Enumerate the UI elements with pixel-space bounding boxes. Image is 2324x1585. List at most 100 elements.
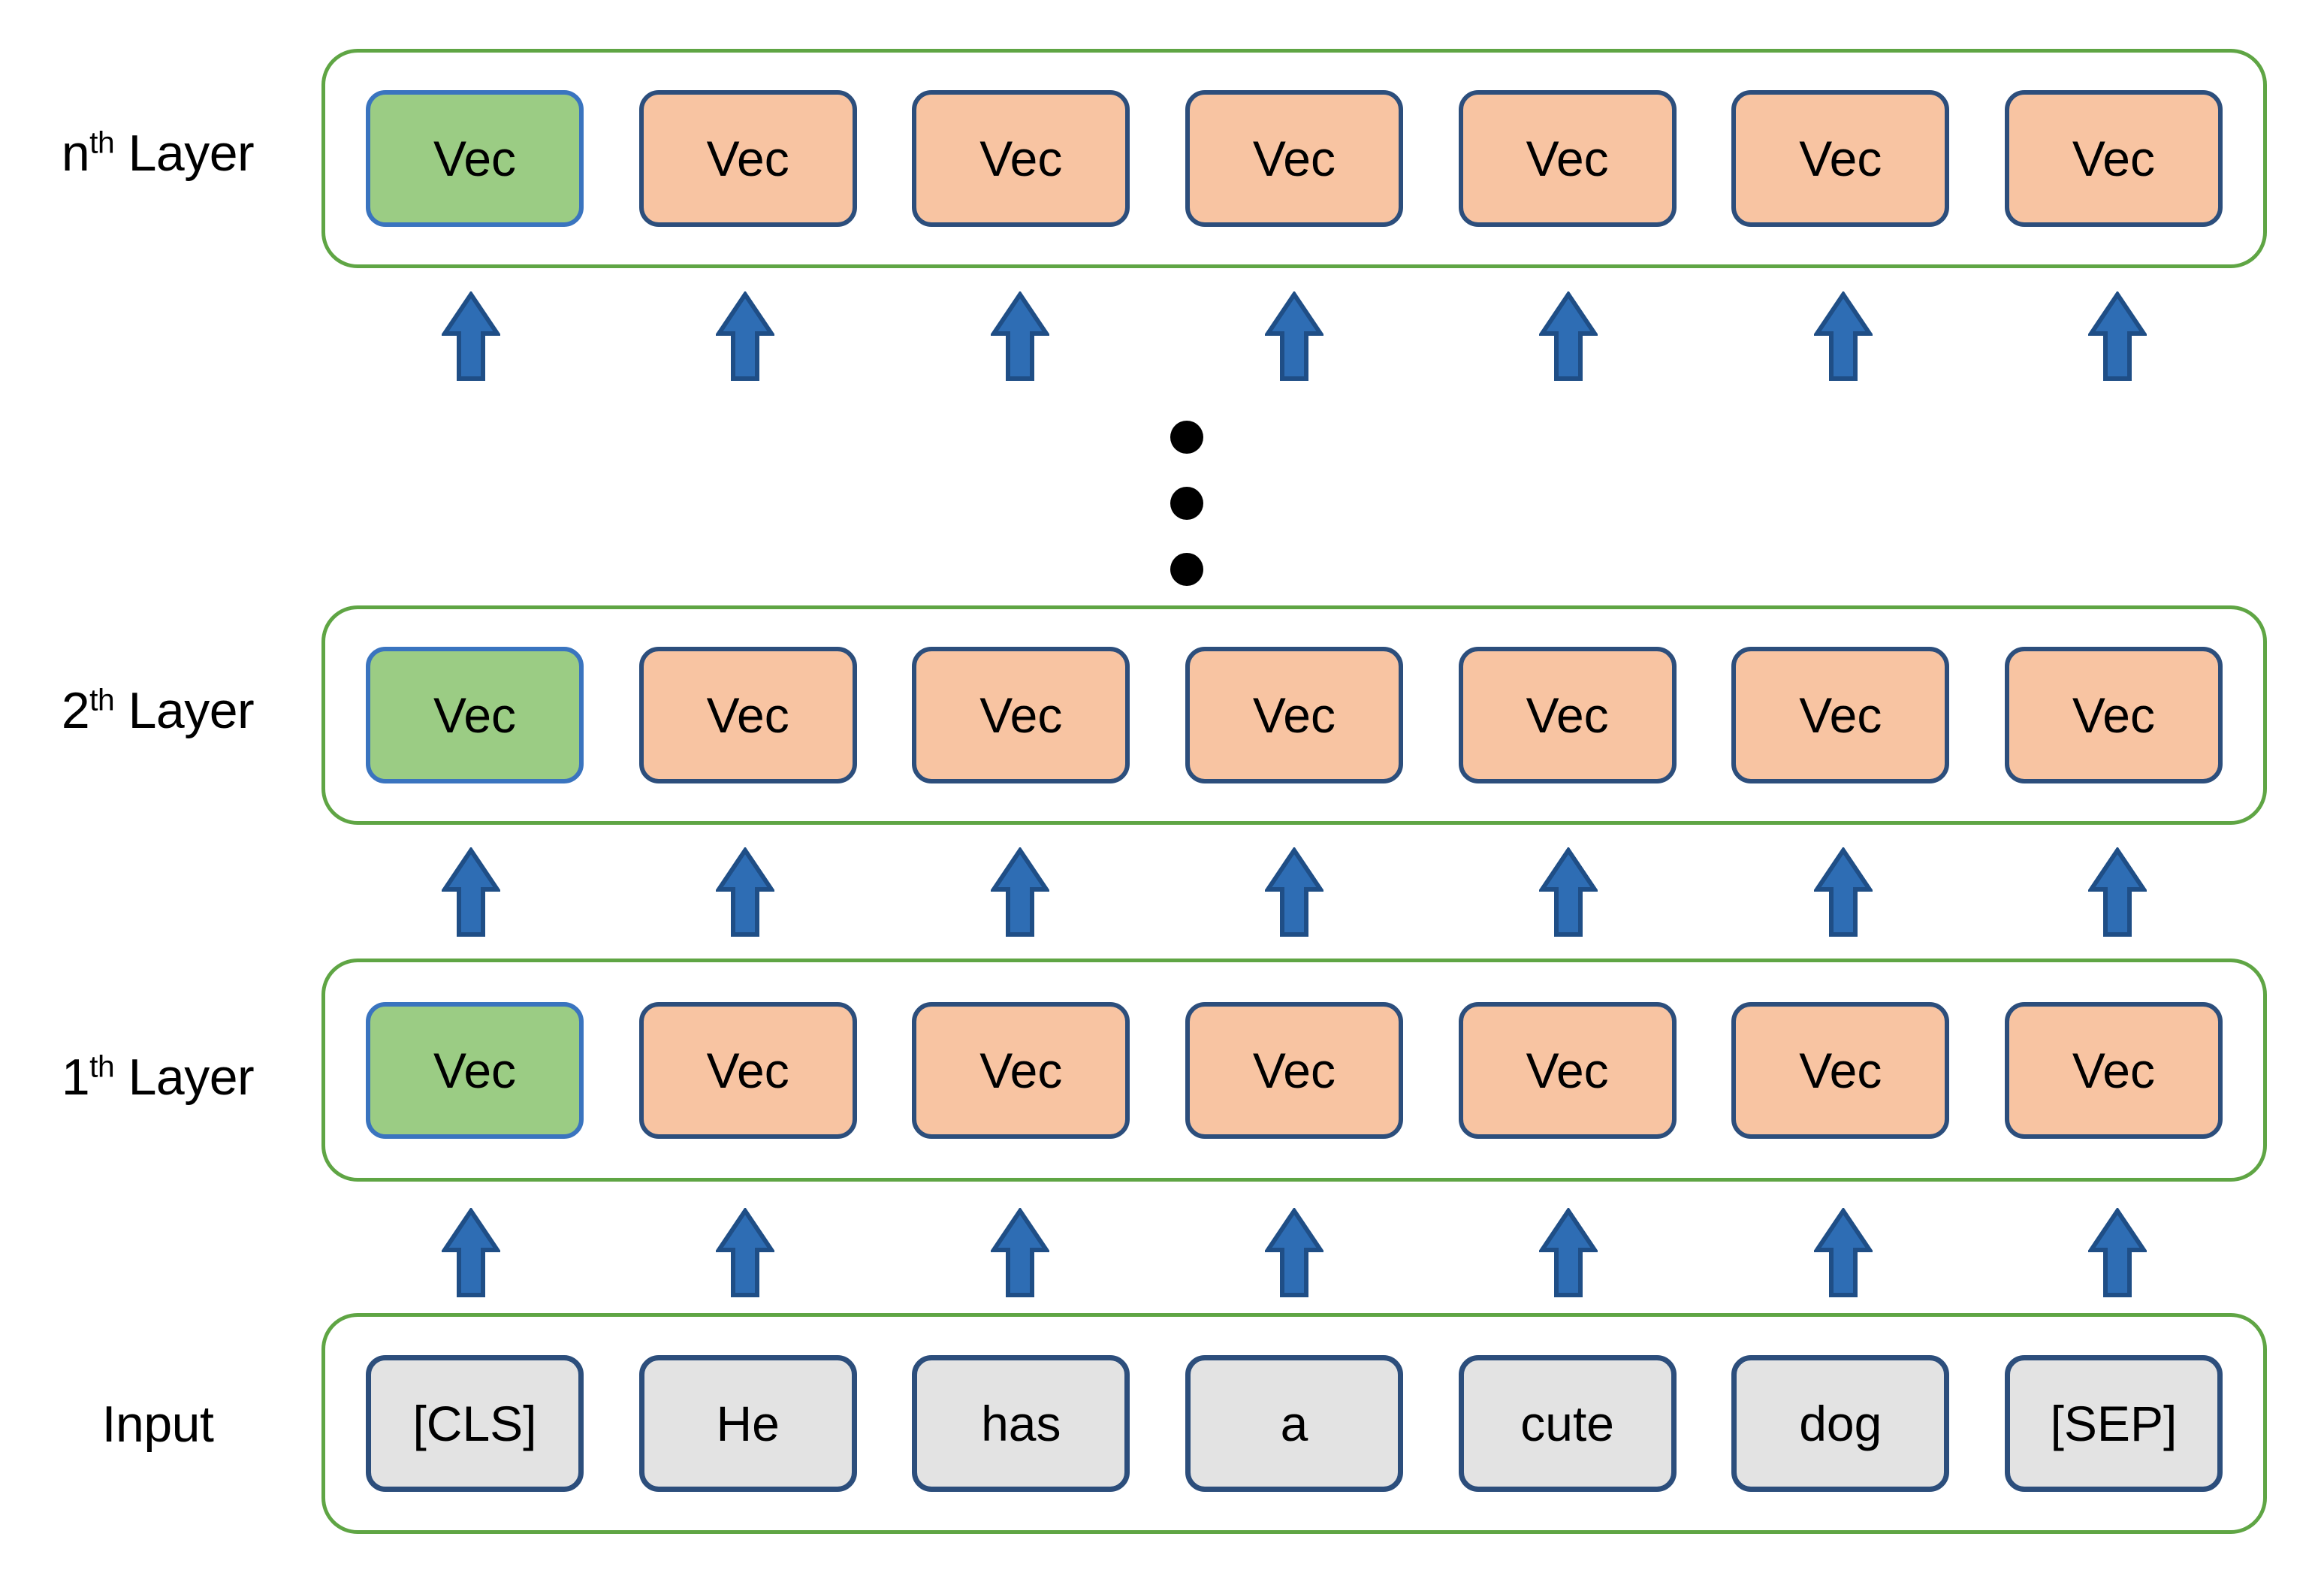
- arrows-to-layer-n: [321, 291, 2267, 382]
- vec-cell-label: Vec: [706, 1042, 789, 1098]
- row-label-layer-n-tail: Layer: [114, 125, 255, 182]
- vec-cell-layer-1-6[interactable]: Vec: [2004, 1001, 2223, 1139]
- arrow-up-icon: [1813, 291, 1873, 381]
- input-container: [CLS] He has a cute dog [SEP]: [321, 1313, 2267, 1534]
- row-label-layer-n-sup: th: [89, 125, 115, 160]
- arrow-up-icon: [1813, 847, 1873, 937]
- arrow-slot-2: [911, 291, 1129, 382]
- vec-cell-layer-n-6[interactable]: Vec: [2004, 90, 2223, 227]
- arrow-slot-2: [911, 1208, 1129, 1298]
- vec-cell-label: Vec: [2072, 1042, 2155, 1098]
- token-cell-0[interactable]: [CLS]: [366, 1355, 584, 1492]
- arrow-up-icon: [1264, 847, 1323, 937]
- arrow-slot-3: [1185, 847, 1403, 937]
- token-cell-label: a: [1280, 1396, 1308, 1451]
- arrow-up-icon: [442, 847, 500, 937]
- arrow-slot-5: [1734, 847, 1952, 937]
- token-cell-label: has: [981, 1396, 1061, 1451]
- vec-cell-layer-2-5[interactable]: Vec: [1731, 647, 1950, 783]
- arrow-slot-1: [636, 291, 854, 382]
- vec-cell-label: Vec: [979, 687, 1063, 743]
- arrow-slot-0: [362, 847, 580, 937]
- arrow-up-icon: [1264, 1208, 1323, 1297]
- vec-cell-layer-1-1[interactable]: Vec: [638, 1001, 857, 1139]
- token-cell-2[interactable]: has: [912, 1355, 1130, 1492]
- vec-cell-label: Vec: [1526, 1042, 1609, 1098]
- vec-cell-label: Vec: [706, 687, 789, 743]
- arrow-up-icon: [2087, 1208, 2147, 1297]
- vec-cell-layer-1-0[interactable]: Vec: [366, 1001, 584, 1139]
- vec-cell-layer-2-6[interactable]: Vec: [2004, 647, 2223, 783]
- arrow-slot-6: [2009, 1208, 2226, 1298]
- vec-cell-label: Vec: [433, 131, 517, 186]
- arrow-up-icon: [1264, 291, 1323, 381]
- row-label-layer-2-sup: th: [89, 682, 115, 717]
- vec-cell-layer-2-1[interactable]: Vec: [638, 647, 857, 783]
- arrow-up-icon: [1813, 1208, 1873, 1297]
- vec-cell-layer-1-4[interactable]: Vec: [1458, 1001, 1677, 1139]
- layer-container-1: Vec Vec Vec Vec Vec Vec Vec: [321, 959, 2267, 1182]
- row-label-layer-1-main: 1: [61, 1049, 90, 1106]
- arrow-up-icon: [990, 847, 1049, 937]
- arrow-slot-2: [911, 847, 1129, 937]
- arrow-up-icon: [990, 291, 1049, 381]
- token-cell-5[interactable]: dog: [1731, 1355, 1950, 1492]
- arrow-slot-6: [2009, 847, 2226, 937]
- arrow-up-icon: [1539, 1208, 1598, 1297]
- vec-cell-label: Vec: [1799, 131, 1882, 186]
- vec-cell-layer-1-5[interactable]: Vec: [1731, 1001, 1950, 1139]
- ellipsis-dot-3: [1170, 553, 1203, 586]
- arrow-up-icon: [2087, 847, 2147, 937]
- arrow-slot-4: [1459, 291, 1677, 382]
- arrow-slot-4: [1459, 847, 1677, 937]
- layer-container-2: Vec Vec Vec Vec Vec Vec Vec: [321, 605, 2267, 825]
- vec-cell-layer-1-3[interactable]: Vec: [1185, 1001, 1403, 1139]
- vec-cell-label: Vec: [2072, 687, 2155, 743]
- arrow-up-icon: [442, 1208, 500, 1297]
- arrow-slot-1: [636, 847, 854, 937]
- vec-cell-label: Vec: [433, 1042, 517, 1098]
- token-cell-3[interactable]: a: [1185, 1355, 1403, 1492]
- vec-cell-label: Vec: [1526, 687, 1609, 743]
- ellipsis-dot-2: [1170, 487, 1203, 520]
- vec-cell-layer-n-1[interactable]: Vec: [638, 90, 857, 227]
- vec-cell-layer-1-2[interactable]: Vec: [912, 1001, 1130, 1139]
- row-label-layer-1-sup: th: [89, 1049, 115, 1084]
- vec-cell-label: Vec: [433, 687, 517, 743]
- vec-cell-layer-2-3[interactable]: Vec: [1185, 647, 1403, 783]
- row-label-input-main: Input: [101, 1396, 214, 1453]
- arrows-to-layer-2: [321, 847, 2267, 937]
- arrow-up-icon: [990, 1208, 1049, 1297]
- vec-cell-layer-n-3[interactable]: Vec: [1185, 90, 1403, 227]
- vec-cell-layer-n-5[interactable]: Vec: [1731, 90, 1950, 227]
- arrow-slot-0: [362, 1208, 580, 1298]
- vec-cell-layer-2-4[interactable]: Vec: [1458, 647, 1677, 783]
- arrows-to-layer-1: [321, 1208, 2267, 1298]
- vec-cell-label: Vec: [2072, 131, 2155, 186]
- vec-cell-layer-n-0[interactable]: Vec: [366, 90, 584, 227]
- token-cell-label: cute: [1520, 1396, 1614, 1451]
- token-cell-label: [CLS]: [412, 1396, 537, 1451]
- token-cell-1[interactable]: He: [638, 1355, 857, 1492]
- vec-cell-label: Vec: [1252, 131, 1336, 186]
- vertical-ellipsis: [1170, 421, 1203, 586]
- row-label-layer-2-tail: Layer: [114, 682, 255, 739]
- arrow-slot-5: [1734, 291, 1952, 382]
- token-cell-4[interactable]: cute: [1458, 1355, 1677, 1492]
- layer-container-n: Vec Vec Vec Vec Vec Vec Vec: [321, 49, 2267, 268]
- ellipsis-dot-1: [1170, 421, 1203, 454]
- vec-cell-label: Vec: [1799, 1042, 1882, 1098]
- arrow-up-icon: [716, 291, 775, 381]
- arrow-slot-5: [1734, 1208, 1952, 1298]
- vec-cell-layer-2-0[interactable]: Vec: [366, 647, 584, 783]
- token-cell-6[interactable]: [SEP]: [2004, 1355, 2223, 1492]
- row-label-layer-n: nth Layer: [0, 125, 315, 182]
- arrow-slot-3: [1185, 1208, 1403, 1298]
- vec-cell-layer-n-4[interactable]: Vec: [1458, 90, 1677, 227]
- vec-cell-layer-n-2[interactable]: Vec: [912, 90, 1130, 227]
- arrow-slot-3: [1185, 291, 1403, 382]
- vec-cell-label: Vec: [979, 131, 1063, 186]
- vec-cell-layer-2-2[interactable]: Vec: [912, 647, 1130, 783]
- row-label-layer-1: 1th Layer: [0, 1049, 315, 1106]
